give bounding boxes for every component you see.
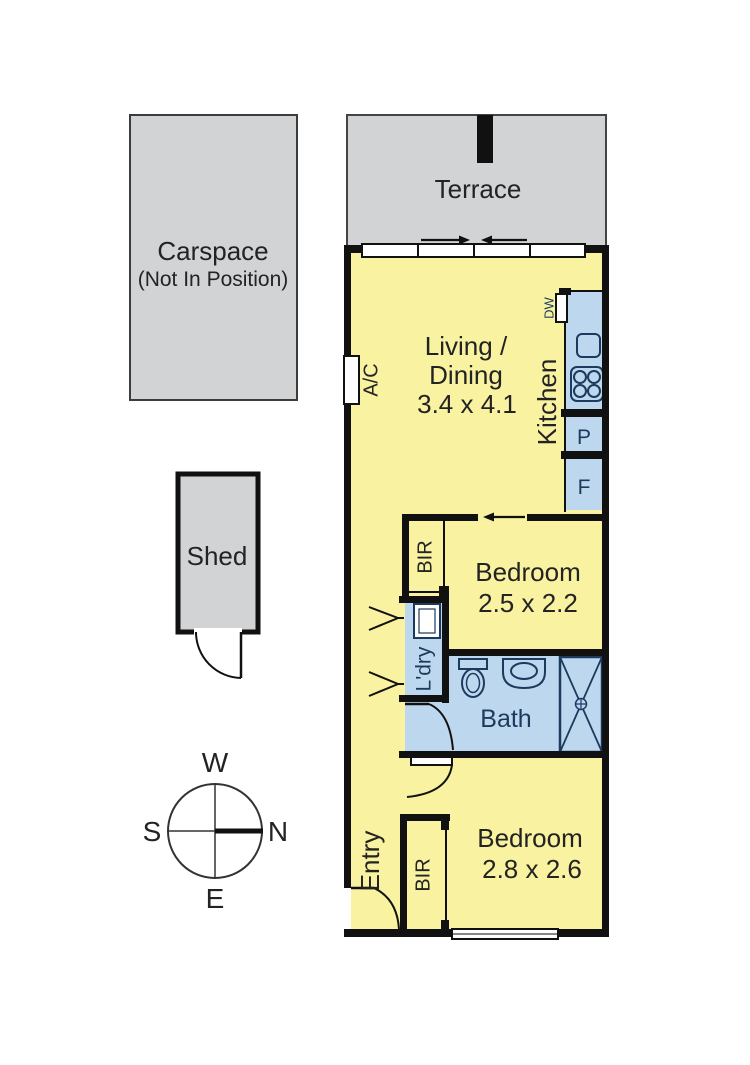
entry-label: Entry [355,831,385,892]
wall-nub-kitchen-top [559,288,571,295]
cooktop-burner [587,370,601,384]
wall-bir1-left [402,514,409,600]
wall-nub [439,586,449,597]
pantry-label: P [577,426,591,449]
bedroom2-door-swing-arc [406,764,453,798]
wall-laundry-top [399,596,449,603]
dishwasher-label: DW [541,296,556,318]
bedroom2-dims: 2.8 x 2.6 [482,854,582,884]
bath-vestibule-area [405,700,449,753]
bedroom2-door-leaf [410,756,453,766]
living-label-line1: Living / [425,331,508,361]
terrace-label: Terrace [435,174,522,204]
wall-bath-bottom [399,751,609,758]
compass-south-label: S [143,816,162,847]
arrow-head-left-icon [481,235,492,245]
wall-bedroom1-top-left [402,514,478,521]
cooktop-burner [587,384,601,398]
arrow-head-right-icon [459,235,470,245]
ac-label: A/C [360,363,382,396]
bath-label: Bath [480,705,531,733]
compass-rose: W S N E [143,747,288,914]
wall-right [602,245,609,937]
washing-machine [413,603,441,639]
cooktop-burner [573,384,587,398]
entry-door-swing-arc [373,887,400,930]
carspace-note: (Not In Position) [138,268,289,291]
shed-door-opening [194,628,242,635]
wall-bedroom1-top-right [527,514,609,521]
arrow-head-left-icon [483,512,494,522]
wall-bedroom1-bottom [442,649,609,656]
living-dims: 3.4 x 4.1 [417,389,517,419]
wall-left [344,245,351,888]
bedroom2-robe-label: BIR [412,858,434,891]
ac-unit [343,355,360,405]
kitchen-label: Kitchen [532,359,562,446]
terrace-sliding-door [361,235,586,258]
cooktop-burner [573,370,587,384]
basin [510,662,538,680]
wall-pantry-bottom [561,451,609,459]
toilet-bowl-inner [465,672,481,694]
compass-north-label: N [268,816,288,847]
wall-nub [441,920,449,931]
wall-bir2-top [400,814,450,821]
toilet-cistern [458,658,488,670]
unit-floor [351,250,602,930]
bedroom1-dims: 2.5 x 2.2 [478,588,578,618]
bath-door-swing-arc [428,703,454,751]
carspace-label: Carspace [157,236,268,266]
shed-door-swing-arc [195,631,242,679]
toilet-bowl [461,668,485,698]
kitchen-sink [576,333,601,358]
wall-laundry-bottom [399,695,449,702]
washing-machine-detail [418,608,436,634]
bedroom1-robe-label: BIR [414,540,436,573]
laundry-label: L'dry [413,646,436,691]
dishwasher-unit [555,293,568,323]
bedroom2-label: Bedroom [477,823,583,853]
wall-nub [441,814,449,830]
terrace-area [346,114,607,251]
wall-entry-right [400,814,407,937]
wall-pantry-top [561,409,609,417]
compass-east-label: E [206,883,225,914]
fridge-label: F [578,476,591,499]
shed-label: Shed [187,541,248,571]
bedroom1-label: Bedroom [475,557,581,587]
terrace-wall-pier [477,115,493,163]
compass-west-label: W [202,747,229,778]
carspace-area [129,114,298,401]
living-label-line2: Dining [429,360,503,390]
